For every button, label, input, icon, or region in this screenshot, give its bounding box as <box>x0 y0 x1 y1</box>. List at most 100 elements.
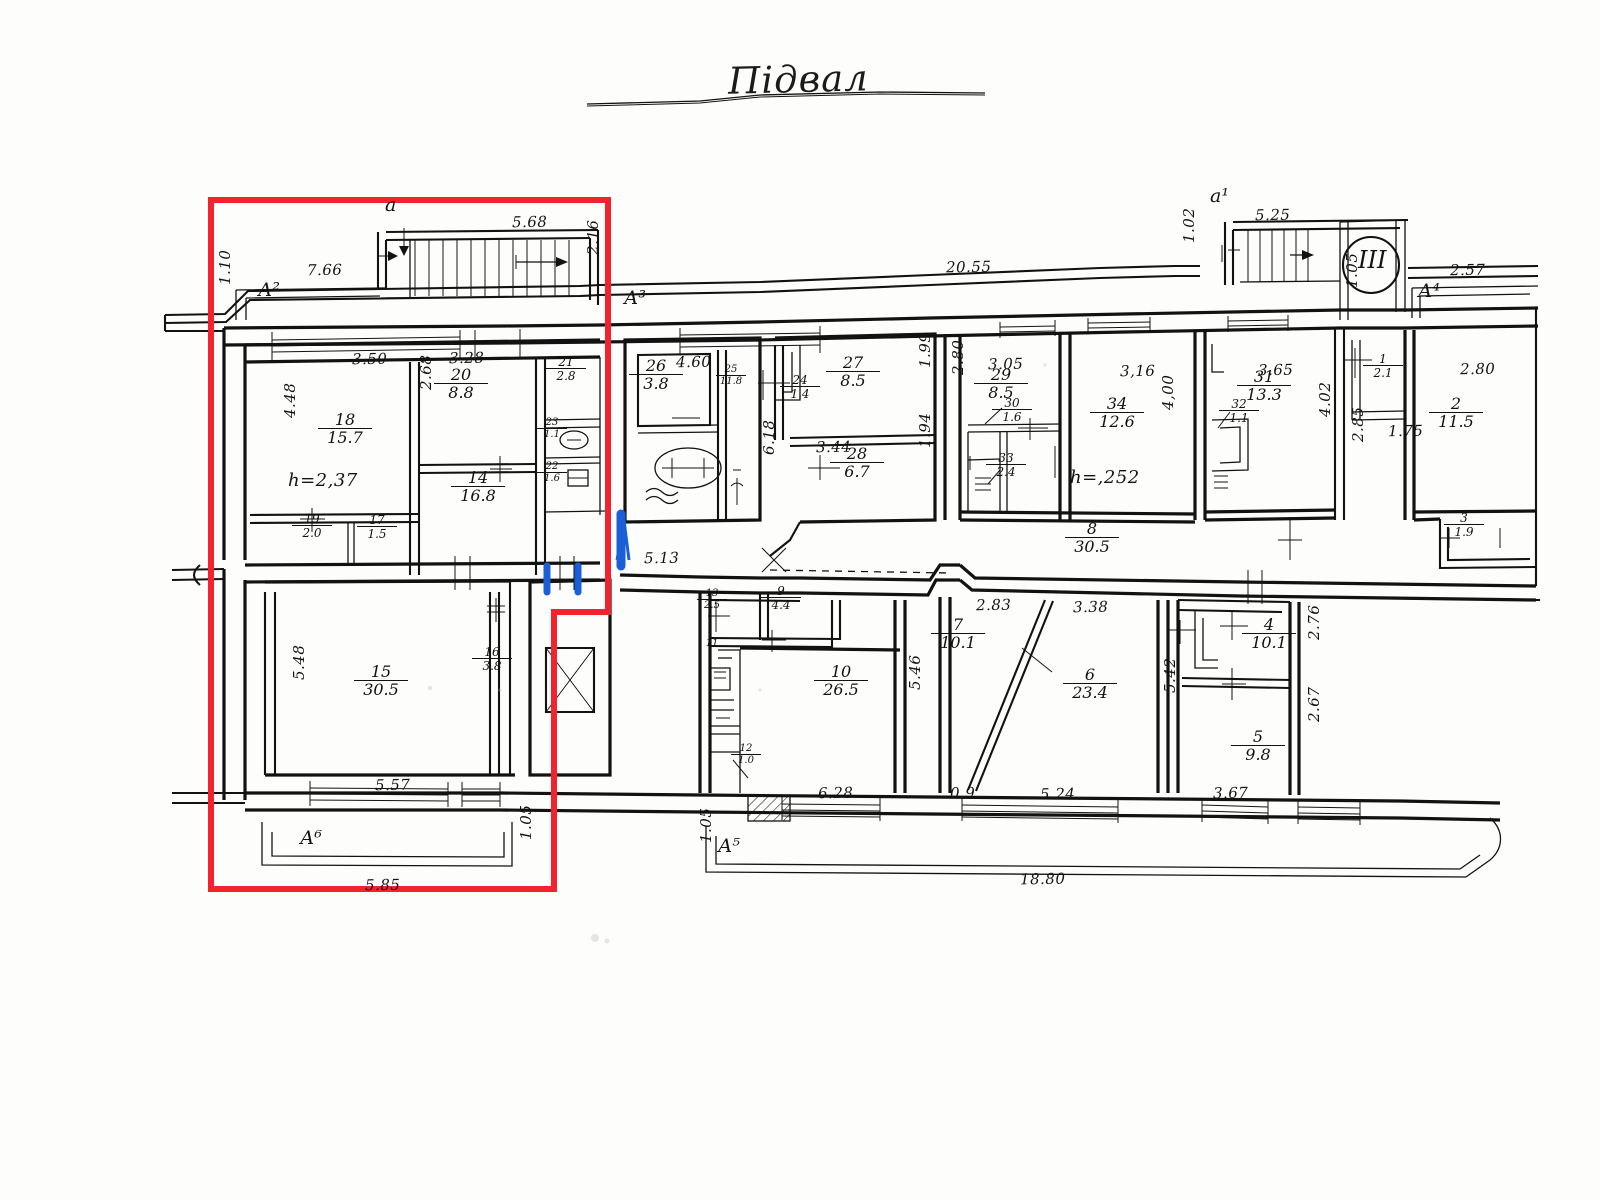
dimension-label: 20.55 <box>945 257 992 277</box>
room-area: 9.8 <box>1231 745 1285 763</box>
axis-marker-a2: А² <box>258 279 281 301</box>
dimension-label: 5.85 <box>364 875 401 895</box>
room-number: 5 <box>1252 727 1264 746</box>
dimension-label: 1.99 <box>916 332 934 368</box>
room-area: 23.4 <box>1063 683 1117 701</box>
room-area: 1.6 <box>992 409 1032 423</box>
room-number: 25 <box>724 364 738 375</box>
room-number: 22 <box>545 461 559 472</box>
axis-marker-a1: а¹ <box>1210 185 1229 207</box>
room-area: 2.5 <box>697 599 727 611</box>
room-area: 1.5 <box>357 526 397 540</box>
room-number: 17 <box>369 513 385 527</box>
highlighted-unit-outline[interactable] <box>208 197 611 892</box>
room-number: 30 <box>1004 396 1020 410</box>
dimension-label: 2.68 <box>417 354 435 390</box>
room-number: 24 <box>792 373 808 387</box>
room-number: 26 <box>645 356 667 375</box>
room-number: 28 <box>846 444 868 463</box>
dimension-label: 5.48 <box>290 644 308 680</box>
ceiling-height-note-left: h=2,37 <box>288 470 358 491</box>
room-area: 16.8 <box>451 486 505 504</box>
room-area: 12.6 <box>1090 412 1144 430</box>
room-number: 2 <box>1450 394 1462 413</box>
room-number: 8 <box>1086 519 1098 538</box>
room-number: 29 <box>990 365 1012 384</box>
room-number: 19 <box>304 512 320 526</box>
dimension-label: 6.18 <box>760 419 778 455</box>
dimension-label: 6.28 <box>817 783 854 803</box>
dimension-label: 1.02 <box>1180 207 1198 243</box>
room-number: 27 <box>842 353 864 372</box>
dimension-label: 5.13 <box>643 548 680 568</box>
dimension-label: 1.05 <box>517 804 535 840</box>
room-number: 23 <box>545 417 559 428</box>
dimension-label: 1.75 <box>1387 421 1424 441</box>
room-area: 2.4 <box>986 464 1026 478</box>
room-area: 3.8 <box>472 658 512 672</box>
room-area: 11.5 <box>1429 412 1483 430</box>
room-area: 1.9 <box>1444 524 1484 538</box>
dimension-label: 2.80 <box>949 339 967 375</box>
axis-marker-a6: А⁶ <box>300 827 323 849</box>
room-area: 8.5 <box>826 371 880 389</box>
room-number: 6 <box>1084 665 1096 684</box>
room-number: 12 <box>739 743 753 754</box>
room-area: 26.5 <box>814 680 868 698</box>
room-number: 34 <box>1106 394 1128 413</box>
room-area: 1.0 <box>731 754 761 766</box>
ceiling-height-note-right: h=,252 <box>1070 467 1140 488</box>
dimension-label: 4,00 <box>1159 374 1177 410</box>
axis-marker-a3: А³ <box>624 287 647 309</box>
dimension-label: 1.94 <box>916 412 934 448</box>
dimension-label: 2.85 <box>1349 406 1367 442</box>
dimension-label: 2.76 <box>1305 604 1323 640</box>
dimension-label: 2.16 <box>584 219 602 255</box>
room-label: 11 <box>697 638 727 649</box>
room-area: 2.1 <box>1363 365 1403 379</box>
axis-marker-a5: А⁵ <box>718 835 741 857</box>
room-number: 11 <box>705 638 719 649</box>
room-area: 10.1 <box>1242 633 1296 651</box>
dimension-label: 4.48 <box>281 382 299 418</box>
dimension-label: 2.83 <box>975 595 1012 615</box>
room-area: 1.1 <box>1219 410 1259 424</box>
room-number: 20 <box>450 365 472 384</box>
dimension-label: 2.67 <box>1305 686 1323 722</box>
room-area: 1.6 <box>537 472 567 484</box>
axis-marker-a: а <box>385 194 397 216</box>
dimension-label: 2.57 <box>1449 260 1486 280</box>
room-area: 2.8 <box>546 368 586 382</box>
room-area: 1.4 <box>780 386 820 400</box>
dimension-label: 18.80 <box>1019 869 1066 889</box>
room-number: 13 <box>705 588 719 599</box>
dimension-label: 0.9 <box>949 783 976 803</box>
room-number: 31 <box>1253 367 1275 386</box>
dimension-label: 5.25 <box>1254 205 1291 225</box>
dimension-label: 5.46 <box>906 654 924 690</box>
dimension-label: 1.05 <box>1343 252 1361 288</box>
